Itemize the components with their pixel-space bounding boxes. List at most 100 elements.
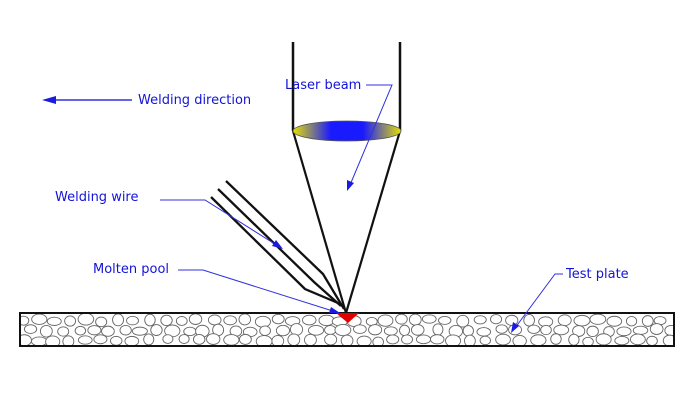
- pebble: [557, 314, 572, 327]
- laser-cone-right: [344, 130, 402, 314]
- molten-pool: [336, 313, 359, 323]
- label-welding-wire: Welding wire: [55, 190, 139, 205]
- pebble: [308, 325, 325, 336]
- pebble: [124, 335, 140, 345]
- pebble: [162, 334, 174, 344]
- label-molten-pool: Molten pool: [93, 262, 170, 277]
- pebble: [527, 324, 541, 334]
- pebble: [512, 335, 527, 345]
- pebble: [641, 315, 654, 327]
- pebble: [421, 314, 437, 324]
- pebble: [399, 324, 410, 337]
- pebble: [368, 324, 383, 336]
- pebble: [150, 324, 163, 336]
- pebble: [383, 326, 398, 336]
- arrowhead-molten-pool: [329, 307, 340, 313]
- pebble: [324, 333, 338, 345]
- welding-wire: [210, 180, 345, 310]
- arrowhead-welding-direction: [42, 96, 56, 104]
- pebble: [386, 334, 400, 345]
- pebble: [625, 315, 638, 327]
- pebble: [462, 325, 474, 337]
- pebble: [595, 333, 612, 345]
- pebble: [606, 315, 623, 327]
- pebble: [287, 333, 301, 345]
- pebble: [238, 333, 252, 345]
- pebble: [582, 336, 594, 345]
- pebble: [495, 324, 508, 334]
- focusing-lens: [292, 120, 402, 142]
- pebble: [490, 314, 503, 325]
- pebble: [144, 314, 156, 327]
- pebble: [568, 333, 580, 345]
- pebble: [505, 314, 519, 326]
- pebble: [302, 314, 317, 326]
- pebble: [101, 325, 115, 337]
- pebble: [438, 315, 452, 325]
- pebble: [45, 335, 61, 345]
- pebble: [289, 323, 304, 336]
- pebble: [523, 314, 535, 327]
- pebble: [353, 324, 367, 334]
- pebble: [188, 314, 203, 325]
- pebble: [23, 324, 38, 334]
- pebble: [126, 315, 139, 326]
- pebble: [445, 334, 462, 345]
- pebble: [259, 325, 271, 336]
- pebble: [415, 334, 432, 345]
- pebble: [356, 335, 372, 345]
- pebble: [589, 314, 607, 325]
- pebble: [192, 333, 206, 345]
- pebble: [21, 315, 30, 326]
- pebble: [143, 333, 155, 345]
- arrowhead-test-plate: [511, 322, 519, 333]
- pebble: [271, 314, 285, 325]
- pebble: [616, 326, 632, 337]
- pebble: [77, 314, 95, 326]
- pebble: [495, 333, 511, 345]
- pebble: [30, 336, 48, 345]
- pebble: [473, 315, 487, 325]
- pebble: [572, 325, 586, 337]
- label-test-plate: Test plate: [566, 267, 629, 282]
- laser-beam-leader: [349, 84, 393, 186]
- pebble: [160, 314, 173, 327]
- arrowhead-laser-beam: [347, 180, 354, 191]
- laser-cone-left: [291, 130, 348, 314]
- pebble: [175, 316, 188, 326]
- pebble: [112, 314, 125, 327]
- pebble: [372, 336, 384, 345]
- pebble: [530, 334, 547, 345]
- arrowhead-welding-wire: [272, 240, 283, 249]
- pebble: [223, 315, 237, 326]
- pebble: [632, 325, 649, 335]
- pebble: [64, 315, 77, 327]
- welding-wire-leader: [160, 199, 279, 247]
- label-welding-direction: Welding direction: [138, 93, 252, 108]
- pebble: [304, 333, 317, 345]
- pebble: [649, 323, 664, 335]
- pebble: [550, 333, 562, 345]
- test-plate-leader: [514, 273, 563, 329]
- pebble: [456, 314, 470, 328]
- pebble: [110, 335, 123, 345]
- pebble: [119, 324, 132, 336]
- pebble: [62, 335, 75, 345]
- pebble: [223, 334, 240, 345]
- pebble: [410, 324, 425, 336]
- pebble: [95, 316, 108, 328]
- pebble: [31, 314, 48, 325]
- pebble: [395, 314, 408, 325]
- pebble: [93, 334, 108, 345]
- pebble: [664, 324, 673, 337]
- pebble: [401, 334, 413, 345]
- pebble: [646, 335, 658, 345]
- pebble: [662, 334, 673, 345]
- pebble: [464, 334, 476, 345]
- pebble: [432, 323, 444, 336]
- pebble: [614, 335, 630, 345]
- pebble: [254, 315, 271, 328]
- pebble: [629, 333, 646, 345]
- pebble: [540, 324, 552, 336]
- pebble: [74, 325, 87, 336]
